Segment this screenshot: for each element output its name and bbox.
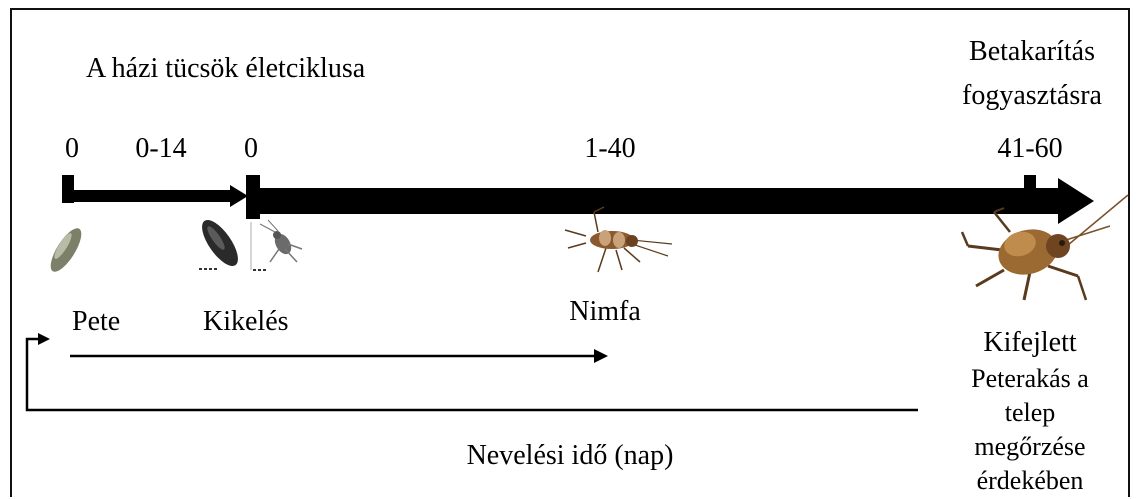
- axis-caption: Nevelési idő (nap): [467, 440, 674, 472]
- stage-label-egg: Pete: [72, 306, 120, 338]
- day-mark-nymph-range: 1-40: [584, 133, 635, 165]
- harvest-label-line1: Betakarítás: [969, 36, 1095, 68]
- nymph-cricket-icon: [565, 207, 672, 272]
- adult-note-line2: telep: [1005, 398, 1056, 428]
- day-mark-adult-range: 41-60: [997, 133, 1062, 165]
- adult-note-line4: érdekében: [977, 466, 1084, 496]
- adult-note-line1: Peterakás a: [971, 364, 1089, 394]
- main-timeline-arrow: [246, 175, 1094, 224]
- hatched-egg-icon: [196, 215, 245, 272]
- egg-period-arrow: [62, 175, 248, 207]
- harvest-label-line2: fogyasztásra: [962, 80, 1102, 112]
- hatchling-icon: [251, 220, 302, 270]
- day-mark-hatch-start: 0: [244, 133, 258, 165]
- stage-label-nymph: Nimfa: [569, 296, 641, 328]
- stage-label-hatch: Kikelés: [203, 306, 289, 338]
- diagram-title: A házi tücsök életciklusa: [86, 53, 365, 85]
- cycle-return-arrow: [27, 333, 918, 410]
- stage-label-adult: Kifejlett: [983, 327, 1076, 359]
- day-mark-egg-start: 0: [65, 133, 79, 165]
- adult-note-line3: megőrzése: [974, 432, 1085, 462]
- egg-icon: [45, 224, 87, 276]
- day-mark-egg-range: 0-14: [135, 133, 186, 165]
- growth-arrow: [70, 349, 608, 363]
